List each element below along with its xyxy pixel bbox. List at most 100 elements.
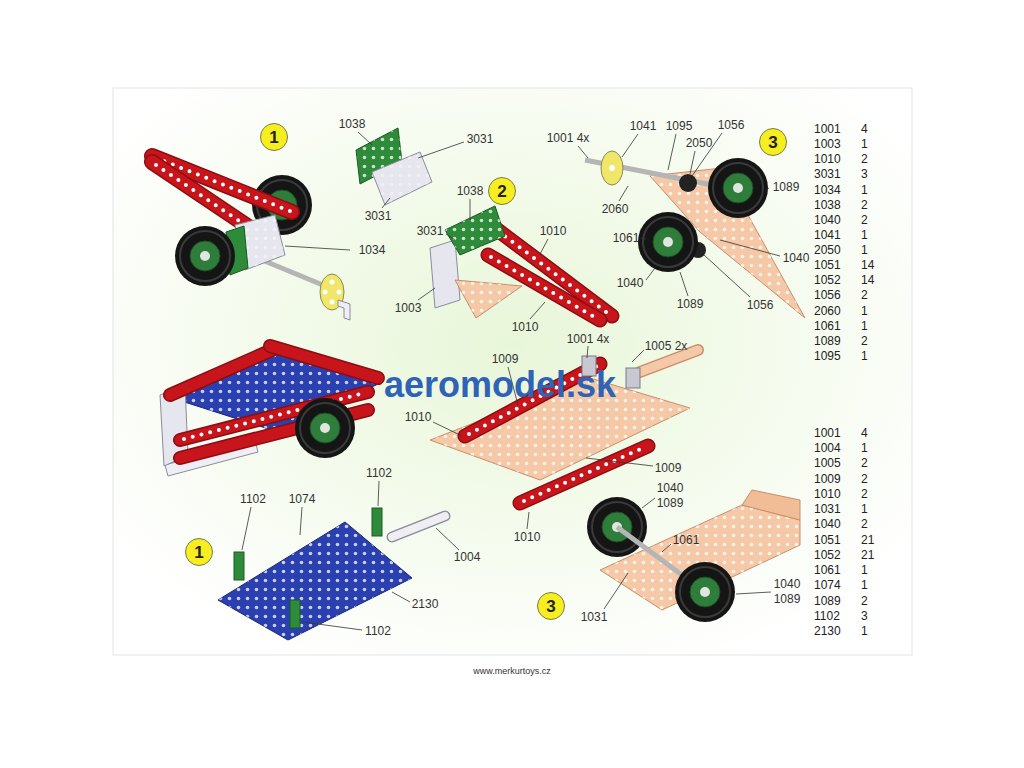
part-number: 1074 xyxy=(289,493,316,505)
parts-list-cell: 2 xyxy=(861,457,868,469)
parts-list-cell: 1 xyxy=(861,625,868,637)
parts-list-cell: 1 xyxy=(861,579,868,591)
part-number: 1038 xyxy=(339,118,366,130)
parts-list-cell: 1056 xyxy=(814,289,841,301)
parts-list-cell: 1089 xyxy=(814,335,841,347)
parts-list-cell: 1 xyxy=(861,320,868,332)
part-number: 1056 xyxy=(747,299,774,311)
website-url: www.merkurtoys.cz xyxy=(473,667,551,676)
part-number: 1031 xyxy=(581,611,608,623)
part-number: 1102 xyxy=(240,493,266,505)
step-number: 1 xyxy=(269,129,278,146)
parts-list-cell: 1001 xyxy=(814,123,841,135)
parts-list-cell: 2 xyxy=(861,153,868,165)
part-number: 1061 xyxy=(613,232,640,244)
plate-assembly xyxy=(218,508,445,640)
parts-list-cell: 4 xyxy=(861,427,868,439)
part-number: 1089 xyxy=(773,181,800,193)
parts-list-cell: 1003 xyxy=(814,138,841,150)
part-number: 1040 xyxy=(774,578,801,590)
parts-list-cell: 2 xyxy=(861,214,868,226)
parts-list-cell: 1 xyxy=(861,138,868,150)
parts-list-cell: 21 xyxy=(861,549,874,561)
part-number: 2130 xyxy=(412,598,439,610)
part-number: 1056 xyxy=(718,119,745,131)
part-number: 1089 xyxy=(774,593,801,605)
part-number: 1004 xyxy=(454,551,481,563)
parts-list-cell: 3031 xyxy=(814,168,841,180)
parts-list-cell: 4 xyxy=(861,123,868,135)
parts-list-cell: 2130 xyxy=(814,625,841,637)
parts-list-cell: 1102 xyxy=(814,610,840,622)
part-number: 1010 xyxy=(514,531,541,543)
parts-list-cell: 1034 xyxy=(814,184,841,196)
parts-list-cell: 1061 xyxy=(814,564,841,576)
part-number: 1040 xyxy=(657,482,684,494)
part-number: 1001 4x xyxy=(547,132,590,144)
parts-list-cell: 1061 xyxy=(814,320,841,332)
part-number: 3031 xyxy=(467,133,494,145)
part-number: 1102 xyxy=(366,467,392,479)
loose-parts xyxy=(356,128,432,205)
parts-list-cell: 1040 xyxy=(814,518,841,530)
part-number: 1040 xyxy=(617,277,644,289)
parts-list-cell: 2 xyxy=(861,595,868,607)
part-number: 1089 xyxy=(657,497,684,509)
part-number: 1009 xyxy=(655,462,682,474)
part-number: 1003 xyxy=(395,302,422,314)
parts-list-cell: 1040 xyxy=(814,214,841,226)
parts-list-cell: 1041 xyxy=(814,229,841,241)
parts-list-cell: 1095 xyxy=(814,350,841,362)
parts-list-cell: 1 xyxy=(861,564,868,576)
step-number-circle: 3 xyxy=(537,592,565,620)
parts-list-cell: 1 xyxy=(861,244,868,256)
part-number: 1009 xyxy=(492,353,519,365)
assembly-2 xyxy=(430,206,612,320)
step-number: 3 xyxy=(768,134,777,151)
parts-list-cell: 14 xyxy=(861,274,874,286)
parts-list-cell: 1005 xyxy=(814,457,841,469)
leader-lines xyxy=(242,132,780,630)
part-number: 1010 xyxy=(540,225,567,237)
part-number: 1102 xyxy=(365,625,391,637)
parts-list-cell: 1 xyxy=(861,229,868,241)
part-number: 1005 2x xyxy=(645,340,688,352)
parts-list-cell: 21 xyxy=(861,534,874,546)
step-number-circle: 1 xyxy=(260,123,288,151)
parts-list-cell: 1038 xyxy=(814,199,841,211)
part-number: 1041 xyxy=(630,120,657,132)
parts-list-cell: 2 xyxy=(861,518,868,530)
part-number: 1010 xyxy=(405,411,432,423)
parts-list-cell: 1 xyxy=(861,184,868,196)
parts-list-cell: 1 xyxy=(861,305,868,317)
trailer-assembly xyxy=(160,346,378,476)
parts-list-cell: 2 xyxy=(861,199,868,211)
parts-list-cell: 2 xyxy=(861,473,868,485)
parts-list-cell: 1004 xyxy=(814,442,841,454)
parts-list-cell: 1 xyxy=(861,350,868,362)
step-number-circle: 1 xyxy=(185,538,213,566)
parts-list-cell: 1 xyxy=(861,503,868,515)
part-number: 1089 xyxy=(677,298,704,310)
part-number: 3031 xyxy=(365,210,392,222)
part-number: 1010 xyxy=(512,321,539,333)
part-number: 1001 4x xyxy=(567,333,610,345)
step-number: 1 xyxy=(194,544,203,561)
step-number-circle: 3 xyxy=(759,128,787,156)
parts-list-cell: 1010 xyxy=(814,488,841,500)
part-number: 1095 xyxy=(666,120,693,132)
parts-list-cell: 1051 xyxy=(814,534,841,546)
parts-list-cell: 1 xyxy=(861,442,868,454)
assembly-1 xyxy=(152,156,350,320)
parts-list-cell: 2060 xyxy=(814,305,841,317)
part-number: 1034 xyxy=(359,244,386,256)
part-number: 2060 xyxy=(602,203,629,215)
parts-list-cell: 1052 xyxy=(814,549,841,561)
step-number: 2 xyxy=(497,183,506,200)
parts-list-cell: 1089 xyxy=(814,595,841,607)
parts-list-cell: 1031 xyxy=(814,503,841,515)
step-number: 3 xyxy=(546,598,555,615)
parts-list-cell: 1001 xyxy=(814,427,841,439)
parts-list-cell: 1074 xyxy=(814,579,841,591)
parts-list-cell: 2 xyxy=(861,289,868,301)
